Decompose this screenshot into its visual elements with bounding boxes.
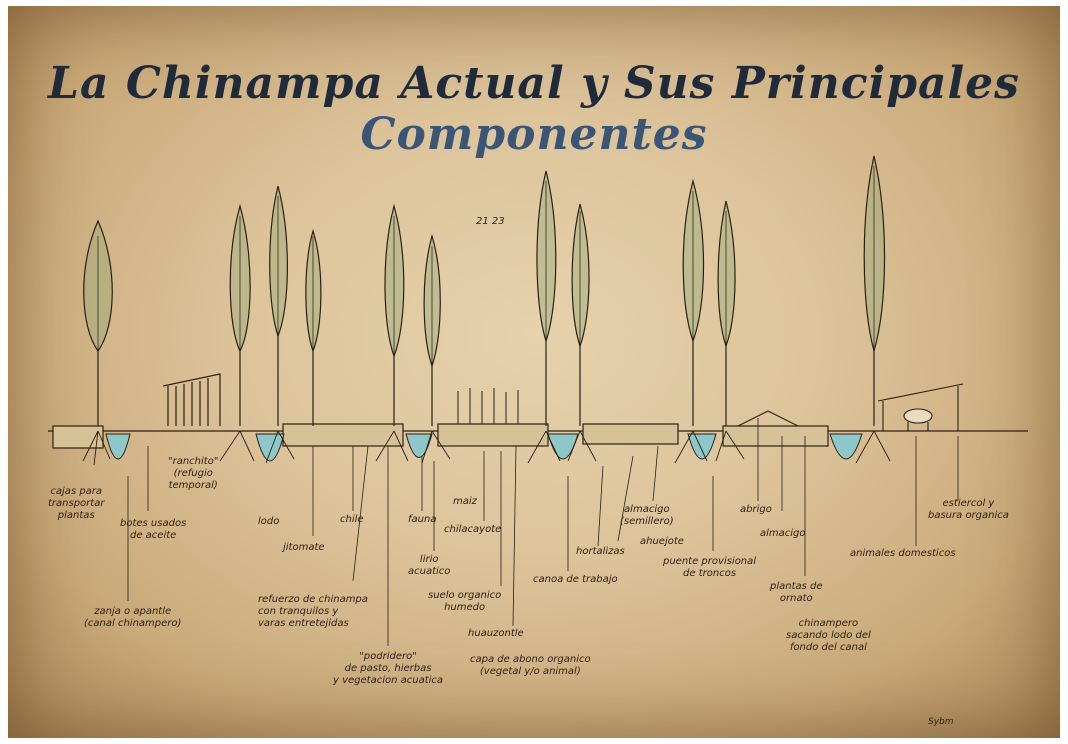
label-podridero: "podridero" de pasto, hierbas y vegetaci… bbox=[333, 651, 443, 687]
ahuejote-tree bbox=[306, 231, 321, 426]
label-jitomate: jitomate bbox=[283, 542, 325, 554]
label-botes: botes usados de aceite bbox=[120, 518, 186, 542]
abrigo-tent bbox=[738, 411, 798, 426]
label-cajas: cajas para transportar plantas bbox=[48, 486, 104, 522]
poster: La Chinampa Actual y Sus Principales Com… bbox=[8, 6, 1060, 738]
leader-lines bbox=[128, 418, 958, 646]
label-fauna: fauna bbox=[408, 514, 436, 526]
label-lirio: lirio acuatico bbox=[408, 554, 450, 578]
ahuejote-tree bbox=[270, 186, 288, 426]
label-abrigo: abrigo bbox=[740, 504, 772, 516]
label-huauzontle: huauzontle bbox=[468, 628, 524, 640]
label-zanja: zanja o apantle (canal chinampero) bbox=[84, 606, 181, 630]
label-chinampero: chinampero sacando lodo del fondo del ca… bbox=[786, 618, 871, 654]
chinampa-bed bbox=[723, 426, 828, 446]
label-ranchito: "ranchito" (refugio temporal) bbox=[168, 456, 218, 492]
chinampa-bed bbox=[283, 424, 403, 446]
ahuejote-tree bbox=[864, 156, 884, 426]
label-suelo: suelo organico humedo bbox=[428, 590, 501, 614]
label-puente: puente provisional de troncos bbox=[663, 556, 756, 580]
ahuejote-tree bbox=[230, 206, 250, 426]
label-capa: capa de abono organico (vegetal y/o anim… bbox=[470, 654, 591, 678]
label-chilacayote: chilacayote bbox=[444, 524, 501, 536]
stamp-label: 21 23 bbox=[476, 216, 505, 228]
chinampa-bed bbox=[583, 424, 678, 444]
label-canoa: canoa de trabajo bbox=[533, 574, 618, 586]
label-hortalizas: hortalizas bbox=[576, 546, 625, 558]
ahuejote-tree bbox=[424, 236, 440, 426]
canal-water bbox=[106, 434, 130, 459]
label-refuerzo: refuerzo de chinampa con tranquilos y va… bbox=[258, 594, 368, 630]
label-animales: animales domesticos bbox=[850, 548, 956, 560]
canal-water bbox=[688, 434, 716, 459]
maize-plants bbox=[458, 388, 518, 424]
chinampa-bed bbox=[438, 424, 548, 446]
label-estiercol: estiercol y basura organica bbox=[928, 498, 1009, 522]
ahuejote-tree bbox=[537, 171, 556, 426]
ahuejote-tree bbox=[718, 201, 735, 426]
canal-water bbox=[256, 434, 284, 461]
label-maiz: maiz bbox=[453, 496, 477, 508]
label-lodo: lodo bbox=[258, 516, 279, 528]
label-ahuejote: ahuejote bbox=[640, 536, 684, 548]
label-plantas: plantas de ornato bbox=[770, 581, 823, 605]
label-almacigo: almacigo bbox=[760, 528, 806, 540]
canal-water bbox=[406, 434, 432, 458]
ahuejote-tree bbox=[572, 204, 589, 426]
animal-shelter bbox=[878, 384, 963, 431]
label-chile: chile bbox=[340, 514, 364, 526]
ranchito-shelter bbox=[163, 374, 220, 426]
ahuejote-tree bbox=[385, 206, 404, 426]
ahuejote-tree bbox=[84, 221, 113, 426]
canal-water bbox=[830, 434, 862, 459]
ahuejote-tree bbox=[683, 181, 703, 426]
label-almacigo-semillero: almacigo (semillero) bbox=[620, 504, 674, 528]
signature: Sybm bbox=[928, 716, 954, 728]
